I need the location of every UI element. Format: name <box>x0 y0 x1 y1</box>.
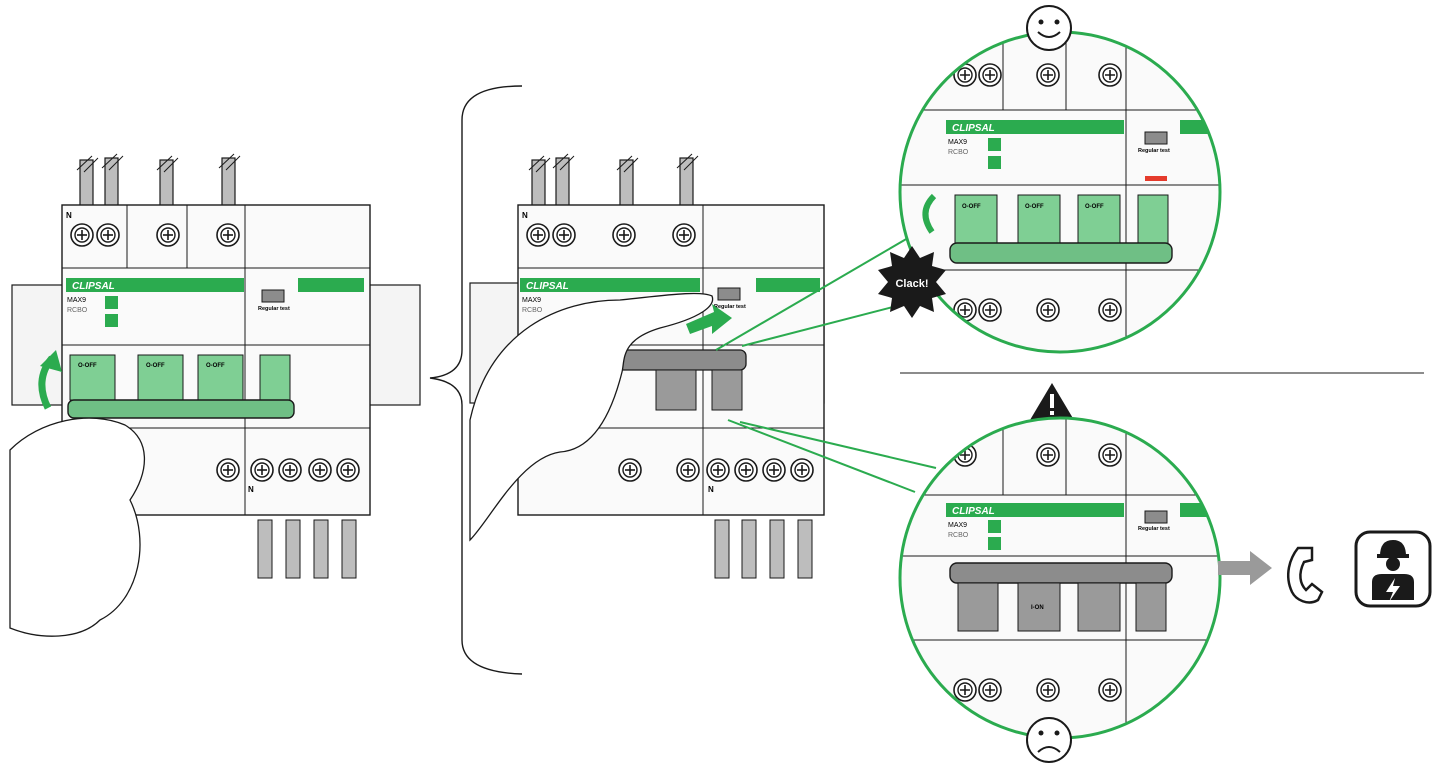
svg-text:N: N <box>248 485 254 494</box>
neutral-label: N <box>66 211 72 220</box>
svg-text:Regular test: Regular test <box>1138 148 1170 154</box>
toggle-row: O-OFF O-OFF O-OFF <box>69 354 291 401</box>
svg-text:O-OFF: O-OFF <box>1025 204 1044 210</box>
model-label: MAX9 <box>67 297 86 304</box>
happy-face-icon <box>1026 5 1072 51</box>
svg-text:Regular test: Regular test <box>714 304 746 310</box>
phone-icon <box>1287 546 1324 604</box>
electrician-icon <box>1354 530 1432 608</box>
svg-text:O-OFF: O-OFF <box>962 204 981 210</box>
svg-text:RCBO: RCBO <box>948 532 969 539</box>
clack-burst-icon <box>878 246 946 318</box>
down-arrow-icon <box>922 193 937 234</box>
left-device: N CLIPSAL MAX9 RCBO Regular test O-OFF O… <box>9 153 421 637</box>
sad-face-icon <box>1026 717 1072 763</box>
zoom-circle-success: CLIPSAL MAX9 RCBO Regular test O-OFF O-O… <box>878 30 1222 354</box>
svg-text:Regular test: Regular test <box>1138 526 1170 532</box>
svg-text:CLIPSAL: CLIPSAL <box>952 506 995 517</box>
brace <box>429 85 523 675</box>
brand-label: CLIPSAL <box>72 281 115 292</box>
clack-label: Clack! <box>895 278 928 290</box>
svg-text:N: N <box>522 211 528 220</box>
trip-indicator <box>1145 176 1167 181</box>
svg-text:CLIPSAL: CLIPSAL <box>952 123 995 134</box>
brand-bar <box>66 278 244 292</box>
svg-text:O-OFF: O-OFF <box>1085 204 1104 210</box>
middle-device: N CLIPSAL MAX9 RCBO Regular test N <box>469 153 825 579</box>
on-label: I-ON <box>1031 605 1044 611</box>
arrow-right-icon <box>1218 551 1272 585</box>
svg-text:CLIPSAL: CLIPSAL <box>526 281 569 292</box>
type-label: RCBO <box>67 307 88 314</box>
svg-text:RCBO: RCBO <box>948 149 969 156</box>
push-arrow-icon <box>686 304 732 334</box>
svg-text:O-OFF: O-OFF <box>78 363 97 369</box>
warning-icon <box>1030 383 1074 420</box>
zoom-circle-failure: CLIPSAL MAX9 RCBO Regular test I-ON <box>898 416 1222 740</box>
svg-text:O-OFF: O-OFF <box>206 363 225 369</box>
svg-text:MAX9: MAX9 <box>948 522 967 529</box>
svg-text:RCBO: RCBO <box>522 307 543 314</box>
svg-text:MAX9: MAX9 <box>522 297 541 304</box>
svg-text:O-OFF: O-OFF <box>146 363 165 369</box>
hand-icon <box>9 417 146 637</box>
svg-text:MAX9: MAX9 <box>948 139 967 146</box>
pressing-hand-icon <box>469 292 714 542</box>
svg-text:N: N <box>708 485 714 494</box>
handle-bar <box>67 399 295 419</box>
test-label: Regular test <box>258 306 290 312</box>
